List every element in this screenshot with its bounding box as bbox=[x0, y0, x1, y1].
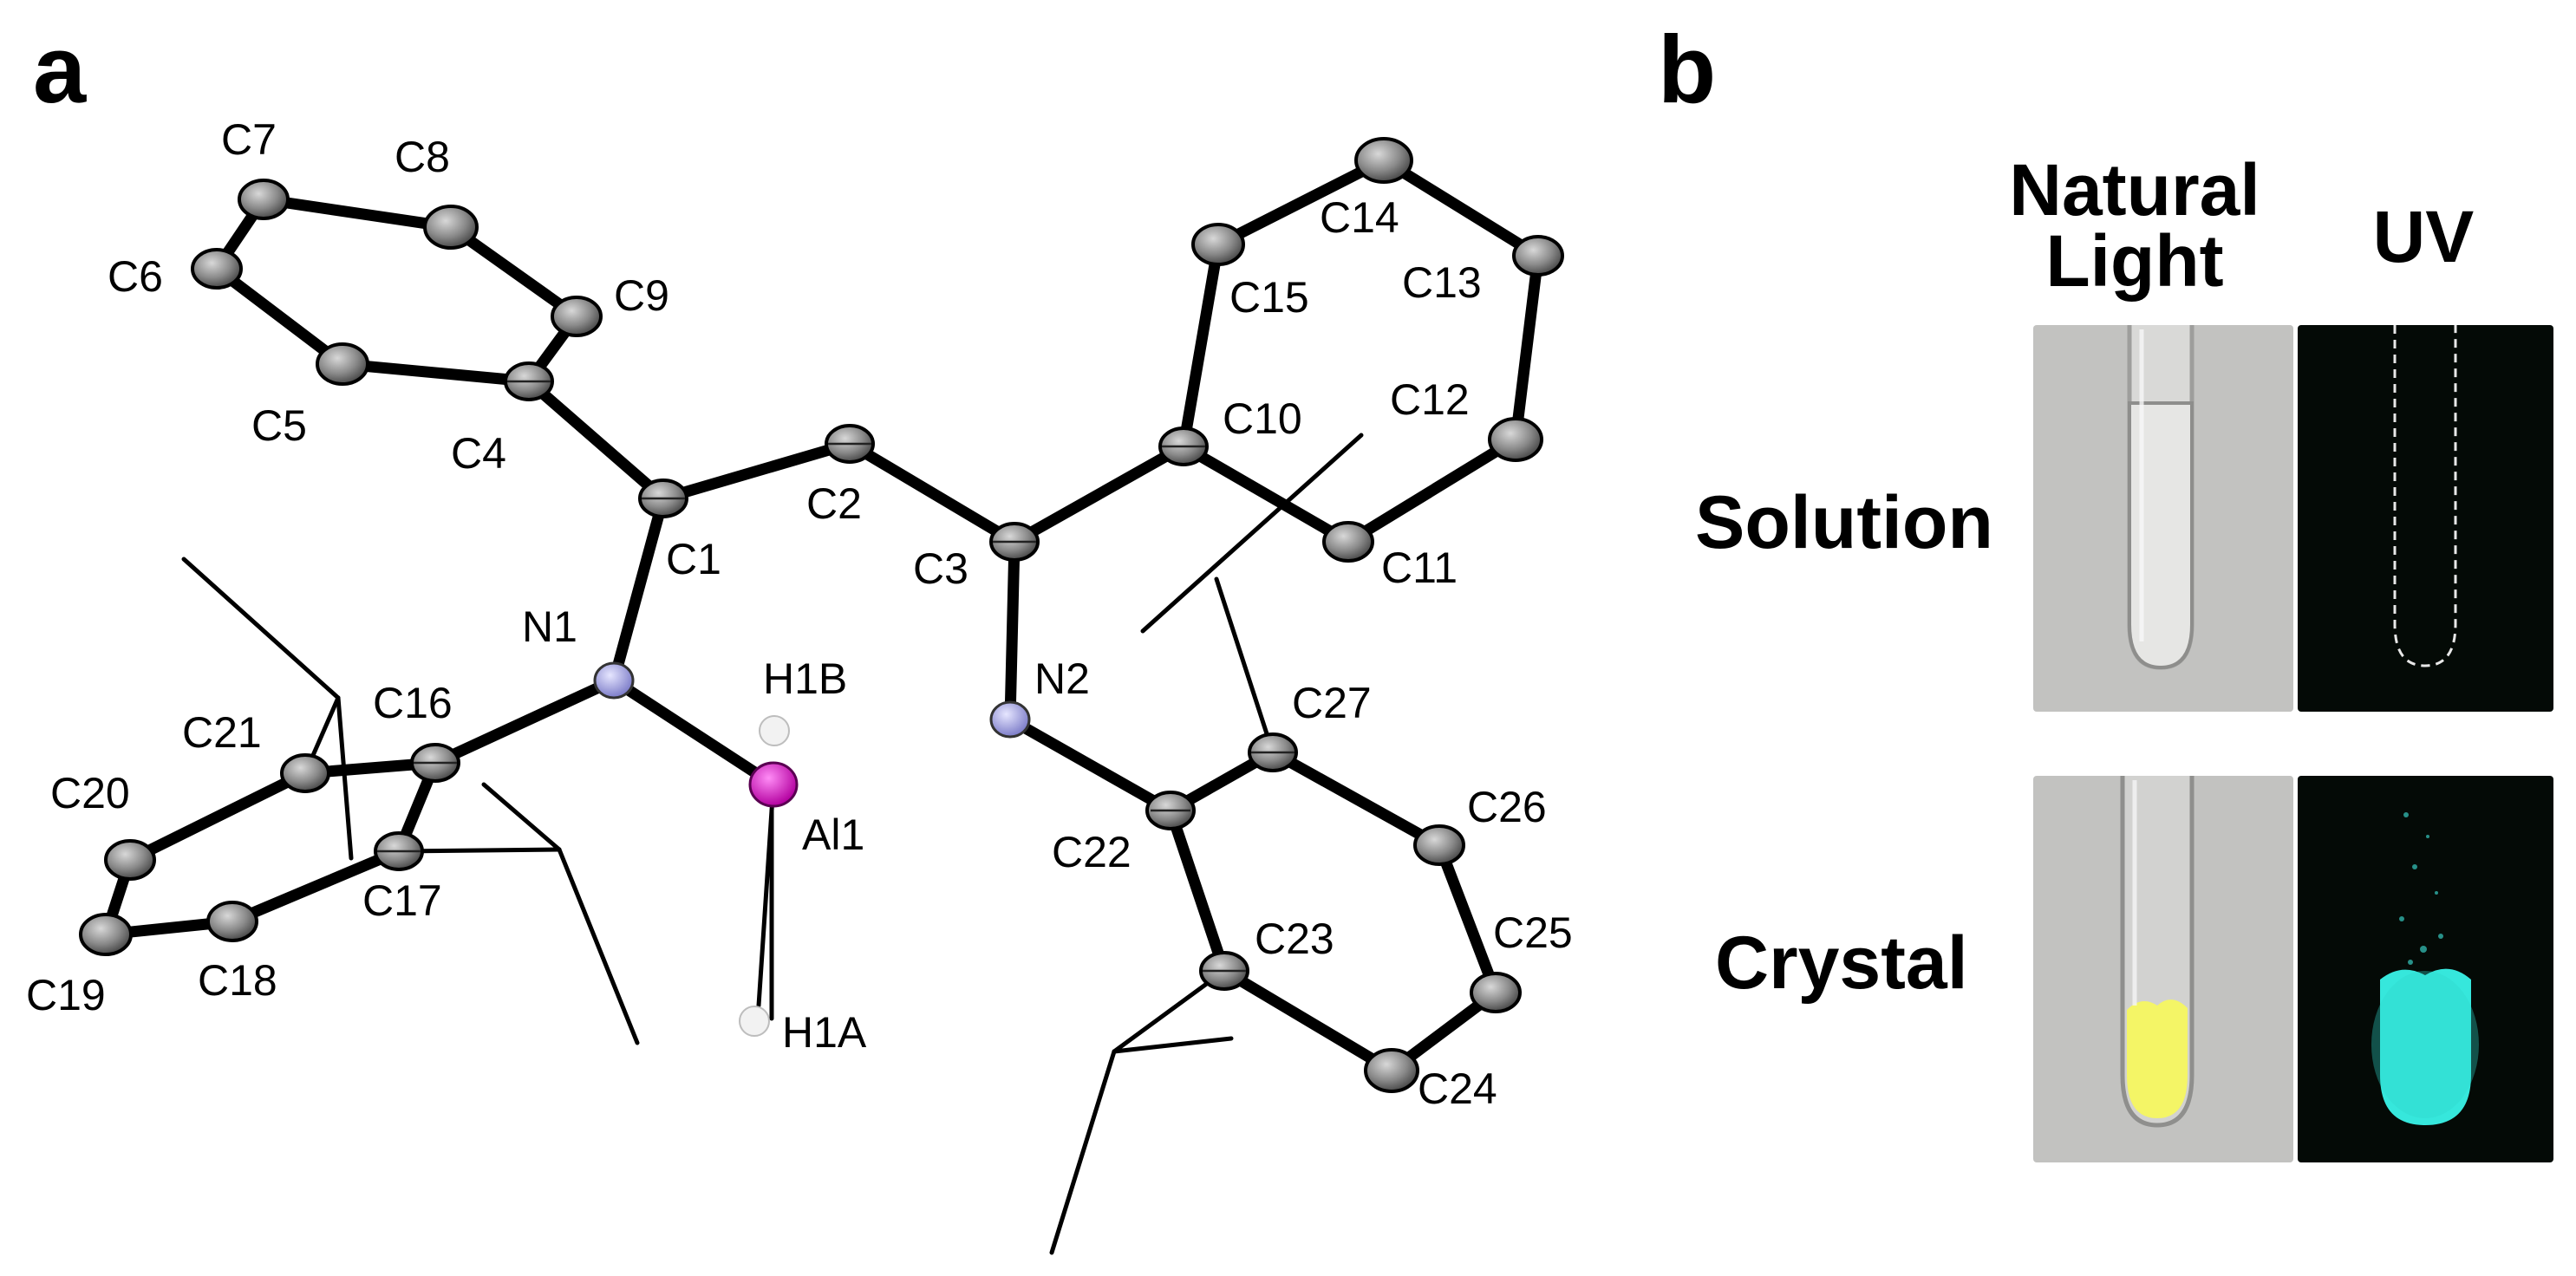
atom-n1 bbox=[593, 661, 635, 700]
label-c27: C27 bbox=[1292, 679, 1372, 727]
crystal-powder-yellow bbox=[2127, 999, 2188, 1118]
atom-c19 bbox=[79, 913, 133, 956]
label-n2: N2 bbox=[1034, 654, 1090, 703]
label-c12: C12 bbox=[1390, 375, 1470, 424]
label-c20: C20 bbox=[50, 769, 130, 817]
carbon-atoms bbox=[79, 137, 1564, 1093]
atom-c26 bbox=[1413, 824, 1465, 866]
label-c16: C16 bbox=[373, 679, 453, 727]
header-natural-light-line1: Natural bbox=[2009, 149, 2260, 231]
atom-c6 bbox=[191, 248, 243, 290]
atom-al1 bbox=[748, 761, 799, 808]
photo-solution-natural bbox=[2033, 325, 2293, 712]
atom-c24 bbox=[1364, 1048, 1419, 1093]
atom-c21 bbox=[280, 753, 330, 793]
photo-crystal-uv bbox=[2298, 776, 2553, 1162]
panel-a-letter: a bbox=[33, 16, 87, 123]
label-c1: C1 bbox=[666, 535, 721, 583]
label-c8: C8 bbox=[395, 133, 450, 181]
ellipsoid-axes bbox=[377, 380, 1295, 973]
atom-c5 bbox=[316, 342, 369, 386]
label-c7: C7 bbox=[221, 115, 277, 164]
crystal-powder-glow bbox=[2380, 968, 2471, 1125]
test-tube-outline bbox=[2393, 325, 2457, 667]
atom-c13 bbox=[1512, 235, 1564, 277]
label-c13: C13 bbox=[1402, 258, 1482, 307]
hydrogen-atoms bbox=[739, 715, 790, 1037]
label-c19: C19 bbox=[26, 971, 106, 1019]
label-h1b: H1B bbox=[763, 654, 847, 703]
photo-solution-uv bbox=[2298, 325, 2553, 712]
label-c3: C3 bbox=[913, 544, 968, 593]
label-c11: C11 bbox=[1381, 544, 1458, 592]
label-h1a: H1A bbox=[782, 1008, 867, 1057]
atom-c18 bbox=[206, 901, 258, 942]
row-label-solution: Solution bbox=[1695, 481, 1993, 564]
atom-n2 bbox=[989, 700, 1031, 739]
photo-crystal-natural bbox=[2033, 776, 2293, 1162]
label-c21: C21 bbox=[182, 708, 262, 757]
label-c10: C10 bbox=[1223, 394, 1302, 443]
atom-labels: C1 C2 C3 C4 C5 C6 C7 C8 C9 C10 C11 C12 C… bbox=[26, 115, 1573, 1113]
atom-c20 bbox=[104, 839, 156, 881]
atom-c14 bbox=[1354, 137, 1413, 184]
atom-c12 bbox=[1488, 417, 1543, 462]
label-c23: C23 bbox=[1255, 915, 1334, 963]
label-c22: C22 bbox=[1052, 828, 1131, 876]
label-c5: C5 bbox=[251, 401, 307, 450]
label-c18: C18 bbox=[198, 956, 277, 1005]
header-natural-light-line2: Light bbox=[2045, 220, 2223, 302]
atom-h1a bbox=[739, 1006, 770, 1037]
atom-c8 bbox=[423, 205, 479, 250]
header-uv: UV bbox=[2373, 196, 2475, 277]
label-c14: C14 bbox=[1320, 193, 1399, 242]
label-c15: C15 bbox=[1229, 273, 1309, 322]
row-label-crystal: Crystal bbox=[1715, 921, 1968, 1005]
nitrogen-atoms bbox=[593, 661, 1031, 739]
panel-b-letter: b bbox=[1658, 16, 1716, 123]
atom-h1b bbox=[759, 715, 790, 746]
label-c6: C6 bbox=[108, 252, 163, 301]
label-c25: C25 bbox=[1493, 908, 1573, 957]
label-c17: C17 bbox=[362, 876, 442, 925]
label-c24: C24 bbox=[1418, 1064, 1497, 1113]
atom-c7 bbox=[238, 179, 290, 220]
atom-c15 bbox=[1191, 223, 1245, 266]
atom-c9 bbox=[551, 296, 603, 337]
atom-c25 bbox=[1470, 972, 1522, 1013]
label-c9: C9 bbox=[614, 271, 669, 320]
label-al1: Al1 bbox=[802, 811, 864, 859]
label-n1: N1 bbox=[522, 602, 577, 651]
thin-bonds bbox=[181, 433, 1364, 1255]
label-c4: C4 bbox=[451, 429, 506, 478]
label-c26: C26 bbox=[1467, 783, 1547, 831]
label-c2: C2 bbox=[806, 479, 862, 528]
atom-c11 bbox=[1322, 521, 1374, 563]
